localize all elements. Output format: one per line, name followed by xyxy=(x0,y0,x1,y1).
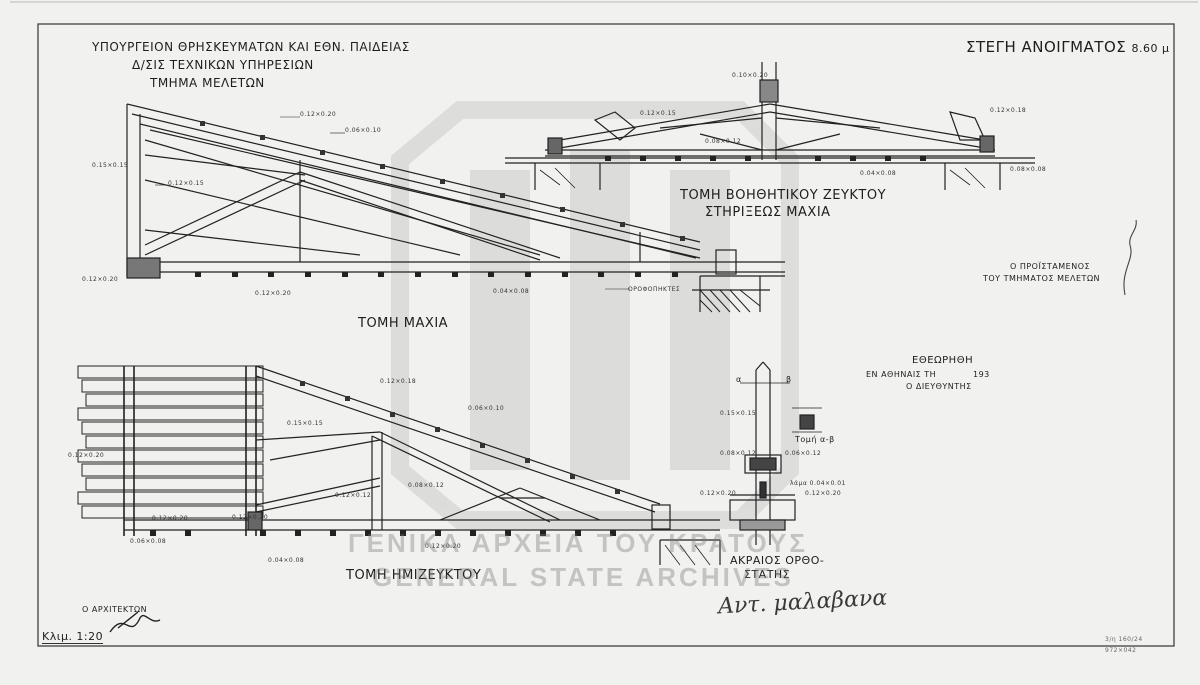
dim-hip-2: 0.12×0.15 xyxy=(168,180,205,187)
caption-end-post: ΑΚΡΑΙΟΣ ΟΡΘΟ- xyxy=(730,554,825,567)
dim-post-6: λάμα 0.04×0.01 xyxy=(790,480,846,487)
dim-aux-1: 0.12×0.15 xyxy=(640,110,677,117)
drawing-title-text: ΣΤΕΓΗ ΑΝΟΙΓΜΑΤΟΣ xyxy=(966,38,1127,56)
architect-label: Ο ΑΡΧΙΤΕΚΤΩΝ xyxy=(82,605,148,614)
head-title: Ο ΠΡΟΪΣΤΑΜΕΝΟΣ xyxy=(1010,262,1091,271)
dim-half-8: 0.12×0.20 xyxy=(152,515,189,522)
right-margin-signature xyxy=(1123,219,1137,296)
end-post-detail xyxy=(729,361,822,545)
dim-half-1: 0.12×0.18 xyxy=(380,378,417,385)
dim-tie: 0.12×0.20 xyxy=(255,290,292,297)
dim-hip-1: 0.15×0.15 xyxy=(92,162,129,169)
dim-ceiling: ΟΡΟΦΟΠΗΚΤΕΣ xyxy=(628,286,681,293)
archive-ref-2: 972×042 xyxy=(1105,647,1137,654)
dim-purlin: 0.06×0.10 xyxy=(345,127,382,134)
archive-emblem-watermark xyxy=(391,101,799,529)
half-truss-section xyxy=(77,365,721,566)
watermark-greek: ΓΕΝΙΚΑ ΑΡΧΕΙΑ ΤΟΥ ΚΡΑΤΟΥΣ xyxy=(348,528,808,558)
dim-post-2: 0.08×0.12 xyxy=(720,450,757,457)
dim-hip-3: 0.12×0.20 xyxy=(82,276,119,283)
dim-half-10: 0.12×0.20 xyxy=(232,514,269,521)
dim-batten: 0.04×0.08 xyxy=(493,288,530,295)
hip-section xyxy=(126,103,785,313)
drawing-title-span: 8.60 μ xyxy=(1131,42,1170,55)
directorate-title: Δ/ΣΙΣ ΤΕΧΝΙΚΩΝ ΥΠΗΡΕΣΙΩΝ xyxy=(132,58,314,72)
dim-half-7: 0.06×0.08 xyxy=(130,538,167,545)
dim-post-1: 0.15×0.15 xyxy=(720,410,757,417)
dim-half-11: 0.12×0.20 xyxy=(425,543,462,550)
dim-post-4: 0.12×0.20 xyxy=(700,490,737,497)
sheet-border xyxy=(37,23,1175,647)
archive-ref-1: 3/η 160/24 xyxy=(1105,636,1143,643)
dim-half-4: 0.12×0.12 xyxy=(335,492,372,499)
head-title-2: ΤΟΥ ΤΜΗΜΑΤΟΣ ΜΕΛΕΤΩΝ xyxy=(983,274,1101,283)
label-b: β xyxy=(786,375,792,384)
caption-auxiliary-truss-2: ΣΤΗΡΙΞΕΩΣ ΜΑΧΙΑ xyxy=(705,205,831,220)
dim-rafter: 0.12×0.20 xyxy=(300,111,337,118)
dim-aux-3: 0.08×0.12 xyxy=(705,138,742,145)
scale-label: Κλιμ. 1:20 xyxy=(42,630,104,644)
architect-signature xyxy=(109,611,161,633)
dim-aux-2: 0.12×0.18 xyxy=(990,107,1027,114)
caption-hip-section: ΤΟΜΗ ΜΑΧΙΑ xyxy=(358,316,449,331)
seen-year: 193 xyxy=(973,370,990,379)
dim-half-9: 0.04×0.08 xyxy=(268,557,305,564)
ministry-title: ΥΠΟΥΡΓΕΙΟΝ ΘΡΗΣΚΕΥΜΑΤΩΝ ΚΑΙ ΕΘΝ. ΠΑΙΔΕΙΑ… xyxy=(92,40,410,54)
caption-half-truss: ΤΟΜΗ ΗΜΙΖΕΥΚΤΟΥ xyxy=(346,568,482,583)
dim-half-2: 0.06×0.10 xyxy=(468,405,505,412)
label-a: α xyxy=(736,375,742,384)
drawing-title: ΣΤΕΓΗ ΑΝΟΙΓΜΑΤΟΣ 8.60 μ xyxy=(966,38,1170,56)
dim-upper: 0.10×0.20 xyxy=(732,72,769,79)
watermark-english: GENERAL STATE ARCHIVES xyxy=(372,562,794,592)
dim-aux-4: 0.08×0.08 xyxy=(1010,166,1047,173)
seen-place: ΕΝ ΑΘΗΝΑΙΣ ΤΗ xyxy=(866,370,937,379)
caption-end-post-2: ΣΤΑΤΗΣ xyxy=(744,568,791,581)
dim-post-5: 0.12×0.20 xyxy=(805,490,842,497)
dim-post-3: 0.06×0.12 xyxy=(785,450,822,457)
dim-half-6: 0.12×0.20 xyxy=(68,452,105,459)
dim-half-5: 0.08×0.12 xyxy=(408,482,445,489)
seen-title: ΕΘΕΩΡΗΘΗ xyxy=(912,355,974,366)
dim-half-3: 0.15×0.15 xyxy=(287,420,324,427)
caption-auxiliary-truss: ΤΟΜΗ ΒΟΗΘΗΤΙΚΟΥ ΖΕΥΚΤΟΥ xyxy=(680,188,887,203)
dim-aux-5: 0.04×0.08 xyxy=(860,170,897,177)
seen-director: Ο ΔΙΕΥΘΥΝΤΗΣ xyxy=(906,382,972,391)
caption-detail-ab: Τομή α-β xyxy=(795,435,835,444)
auxiliary-truss-section xyxy=(505,62,1035,190)
department-title: ΤΜΗΜΑ ΜΕΛΕΤΩΝ xyxy=(150,76,265,90)
